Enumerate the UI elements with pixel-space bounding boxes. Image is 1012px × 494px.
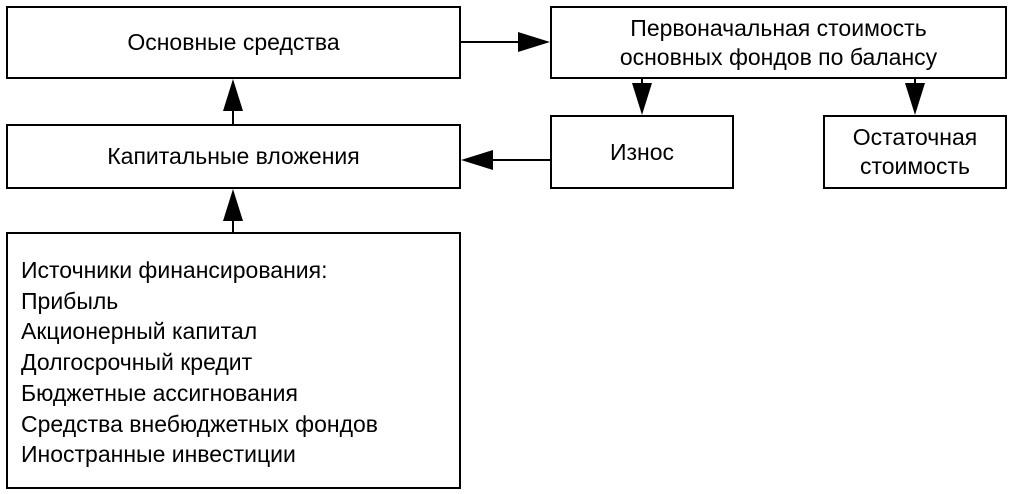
node-initial-cost: Первоначальная стоимость основных фондов…: [550, 6, 1007, 79]
financing-source-item: Средства внебюджетных фондов: [21, 410, 378, 437]
edge-initial-to-depreciation: [632, 79, 652, 115]
financing-source-item: Акционерный капитал: [21, 318, 258, 345]
node-fixed-assets-label: Основные средства: [127, 29, 340, 55]
financing-source-item: Бюджетные ассигнования: [21, 379, 298, 406]
node-financing-sources: Источники финансирования: Прибыль Акцион…: [6, 232, 461, 489]
financing-sources-heading: Источники финансирования:: [21, 257, 328, 283]
node-depreciation-label: Износ: [609, 138, 675, 165]
node-initial-cost-line-2: основных фондов по балансу: [619, 43, 938, 70]
financing-source-item: Иностранные инвестиции: [21, 441, 296, 468]
node-residual-value: Остаточная стоимость: [823, 115, 1007, 189]
financing-source-item: Прибыль: [21, 287, 119, 314]
edge-capital-to-fixed: [223, 79, 243, 124]
node-residual-value-line-2: стоимость: [859, 153, 971, 179]
node-capital-investments: Капитальные вложения: [6, 124, 461, 189]
edge-initial-to-residual: [905, 79, 925, 115]
edge-fixed-to-initial: [461, 32, 550, 52]
node-capital-investments-label: Капитальные вложения: [107, 143, 360, 169]
node-initial-cost-line-1: Первоначальная стоимость: [630, 14, 927, 41]
edge-sources-to-capital: [223, 189, 243, 232]
edge-depreciation-to-capital: [461, 150, 550, 170]
financing-source-item: Долгосрочный кредит: [21, 349, 253, 376]
node-depreciation: Износ: [550, 115, 734, 189]
node-fixed-assets: Основные средства: [6, 6, 461, 79]
node-residual-value-line-1: Остаточная: [852, 124, 978, 150]
